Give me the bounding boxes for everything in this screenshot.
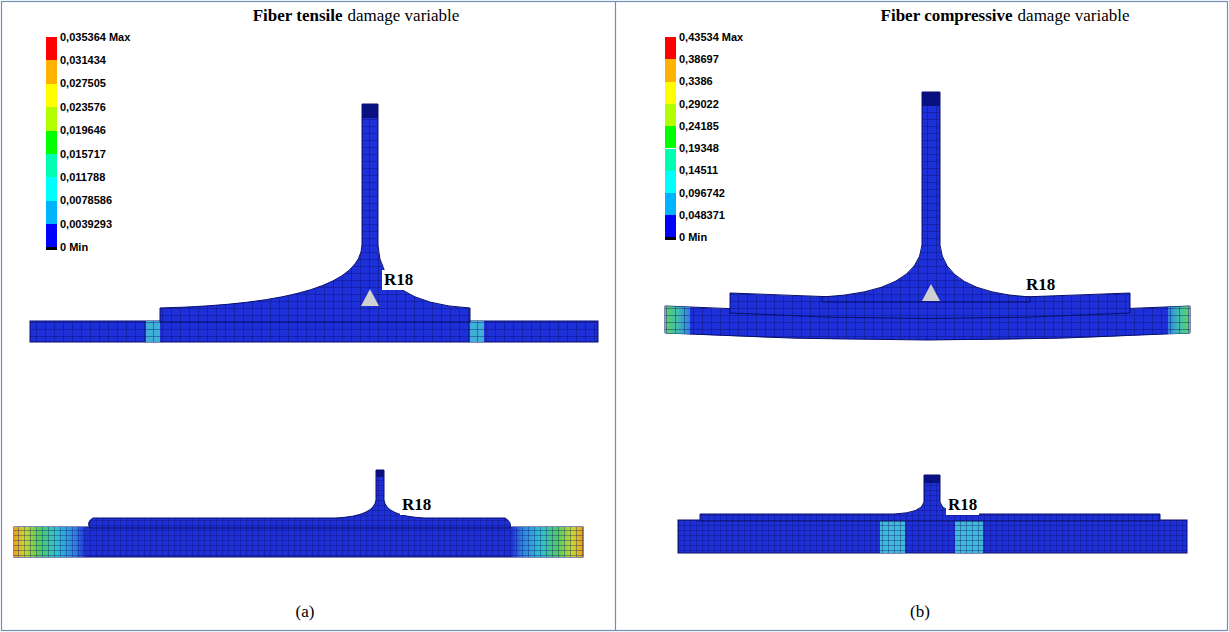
legend-swatch xyxy=(46,224,57,247)
legend-swatch xyxy=(46,131,57,154)
panel-title: Fiber compressive xyxy=(881,6,1013,26)
legend-value: 0,027505 xyxy=(60,77,106,90)
panel-caption: (b) xyxy=(910,602,930,622)
stiffener-model xyxy=(14,470,583,557)
legend-swatch xyxy=(46,84,57,107)
panel-title: Fiber tensile xyxy=(253,6,343,26)
legend-value: 0,0039293 xyxy=(60,218,112,231)
legend-swatch xyxy=(46,37,57,60)
legend-swatch xyxy=(665,59,676,81)
legend-swatch xyxy=(665,237,676,240)
legend-swatch xyxy=(665,149,676,171)
radius-label: R18 xyxy=(382,270,415,290)
legend-swatch xyxy=(46,60,57,83)
panel-title: damage variable xyxy=(348,6,460,26)
legend-value: 0,023576 xyxy=(60,101,106,114)
legend-swatch xyxy=(665,193,676,215)
radius-label: R18 xyxy=(946,495,979,515)
legend-swatch xyxy=(46,247,57,250)
legend-value: 0,43534 Max xyxy=(679,31,743,44)
panel-caption: (a) xyxy=(296,602,315,622)
legend-value: 0,031434 xyxy=(60,54,106,67)
legend-value: 0,011788 xyxy=(60,171,105,184)
legend-value: 0,29022 xyxy=(679,98,719,111)
legend-value: 0,0078586 xyxy=(60,194,112,207)
panel-title: damage variable xyxy=(1018,6,1130,26)
legend-value: 0,048371 xyxy=(679,209,725,222)
legend-swatch xyxy=(665,126,676,148)
legend-value: 0,14511 xyxy=(679,164,718,177)
legend-swatch xyxy=(46,107,57,130)
radius-label: R18 xyxy=(400,495,433,515)
stiffener-model xyxy=(678,475,1187,553)
legend-swatch xyxy=(665,82,676,104)
legend-swatch xyxy=(665,215,676,237)
legend-value: 0 Min xyxy=(60,241,88,254)
legend-value: 0,035364 Max xyxy=(60,31,130,44)
legend-value: 0,19348 xyxy=(679,142,719,155)
legend-value: 0,24185 xyxy=(679,120,719,133)
legend-value: 0,015717 xyxy=(60,148,106,161)
stiffener-model xyxy=(665,92,1190,340)
legend-value: 0,38697 xyxy=(679,53,719,66)
stiffener-model xyxy=(30,104,598,342)
legend-value: 0,3386 xyxy=(679,75,713,88)
legend-swatch xyxy=(665,171,676,193)
legend-swatch xyxy=(46,201,57,224)
radius-label: R18 xyxy=(1024,275,1057,295)
legend-swatch xyxy=(665,104,676,126)
legend-value: 0,019646 xyxy=(60,124,106,137)
legend-value: 0,096742 xyxy=(679,187,725,200)
legend-swatch xyxy=(46,154,57,177)
legend-swatch xyxy=(46,177,57,200)
legend-value: 0 Min xyxy=(679,231,707,244)
legend-swatch xyxy=(665,37,676,59)
